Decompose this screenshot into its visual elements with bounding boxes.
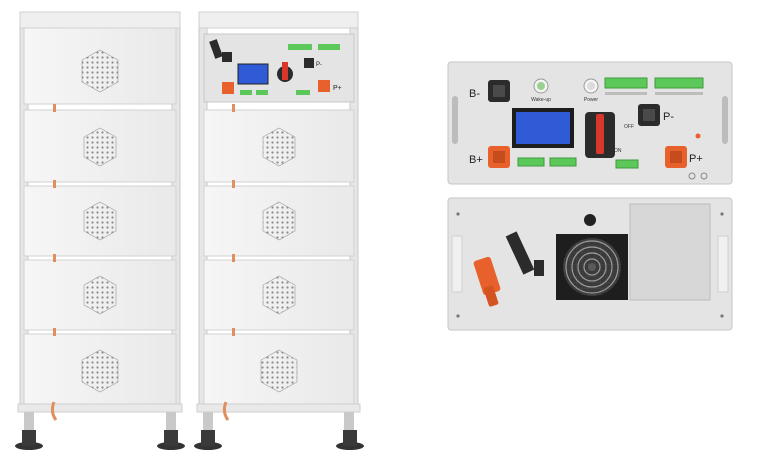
p-minus-terminal — [638, 104, 660, 126]
wakeup-button — [533, 78, 549, 94]
fan-grille-icon — [556, 234, 628, 300]
hex-vent-icon — [81, 49, 119, 93]
power-button — [583, 78, 599, 94]
p-plus-label: P+ — [689, 153, 703, 165]
comm-connector-1 — [604, 77, 648, 89]
wakeup-label: Wake-up — [531, 97, 551, 103]
b-minus-terminal — [488, 80, 510, 102]
svg-text:P+: P+ — [333, 85, 342, 92]
fan-panel — [447, 197, 733, 331]
middle-cabinet: P+ P- — [194, 11, 364, 450]
orange-connector-handle — [473, 256, 501, 307]
b-minus-label: B- — [469, 88, 480, 100]
rear-control-panel: B- Wake-up Power OFF — [447, 61, 733, 185]
power-label: Power — [584, 97, 599, 103]
left-cabinet — [15, 11, 185, 450]
on-label: ON — [614, 148, 622, 154]
comm-connector-2 — [654, 77, 704, 89]
p-plus-terminal — [665, 146, 687, 168]
b-plus-terminal — [488, 146, 510, 168]
svg-text:P-: P- — [316, 62, 322, 68]
lcd-display — [512, 108, 574, 148]
b-plus-label: B+ — [469, 154, 483, 166]
breaker-switch-icon — [585, 112, 615, 158]
off-label: OFF — [624, 124, 634, 130]
status-led-icon — [695, 133, 701, 139]
p-minus-label: P- — [663, 111, 674, 123]
